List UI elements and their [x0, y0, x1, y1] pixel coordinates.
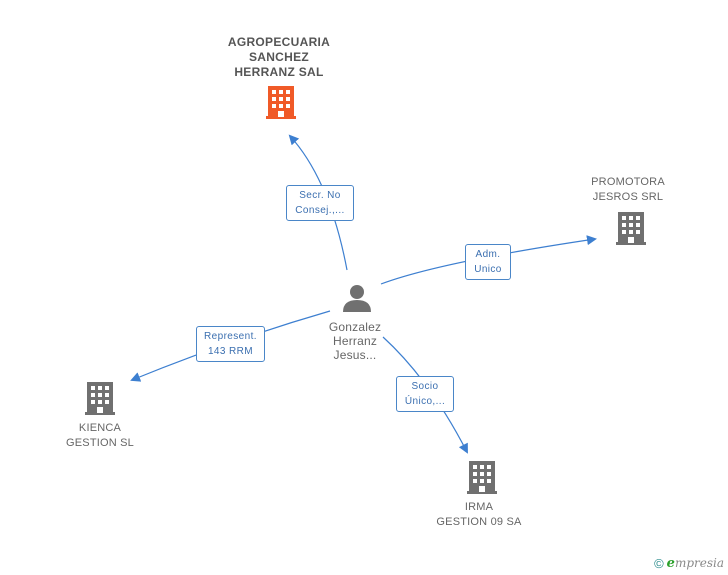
building-icon[interactable] [266, 86, 296, 119]
building-icon[interactable] [616, 212, 646, 245]
node-label-person[interactable]: Gonzalez Herranz Jesus... [310, 320, 400, 362]
edge-label-kienca[interactable]: Represent. 143 RRM [196, 326, 265, 362]
edge-label-line: 143 RRM [207, 346, 254, 357]
edge-to-promotora [380, 235, 597, 285]
edge-label-agropecuaria[interactable]: Secr. No Consej.,... [286, 185, 354, 221]
node-label-kienca[interactable]: KIENCA GESTION SL [50, 421, 150, 451]
building-icon[interactable] [467, 461, 497, 494]
node-label-line: KIENCA [78, 422, 122, 434]
node-label-irma[interactable]: IRMA GESTION 09 SA [424, 500, 534, 530]
node-label-line: HERRANZ SAL [234, 65, 324, 79]
edge-label-irma[interactable]: Socio Único,... [396, 376, 454, 412]
node-label-line: SANCHEZ [248, 50, 310, 64]
brand-name: mpresia [674, 556, 724, 570]
brand-initial: e [666, 556, 675, 571]
node-label-line: PROMOTORA [591, 176, 665, 188]
node-label-agropecuaria[interactable]: AGROPECUARIA SANCHEZ HERRANZ SAL [212, 35, 346, 80]
copyright-icon: © [654, 555, 664, 571]
edge-label-promotora[interactable]: Adm. Unico [465, 244, 511, 280]
brand-logo: empresia [667, 555, 724, 571]
footer-brand[interactable]: © empresia [654, 555, 724, 572]
edge-label-line: Único,... [404, 396, 446, 407]
node-label-line: GESTION 09 SA [436, 516, 522, 528]
node-label-line: Herranz [332, 334, 378, 348]
node-label-line: Jesus... [333, 348, 377, 362]
edge-label-line: Represent. [204, 331, 257, 342]
building-icon[interactable] [85, 382, 115, 415]
edge-label-line: Secr. No [299, 190, 341, 201]
person-icon[interactable] [343, 285, 371, 312]
node-label-line: AGROPECUARIA [227, 35, 331, 49]
node-label-line: JESROS SRL [592, 191, 664, 203]
node-label-promotora[interactable]: PROMOTORA JESROS SRL [578, 175, 678, 205]
edge-label-line: Adm. [475, 249, 501, 260]
node-label-line: GESTION SL [65, 437, 135, 449]
node-label-line: IRMA [464, 501, 494, 513]
node-label-line: Gonzalez [328, 320, 382, 334]
edge-label-line: Unico [474, 264, 502, 275]
edge-label-line: Consej.,... [295, 205, 345, 216]
edge-label-line: Socio [411, 381, 439, 392]
